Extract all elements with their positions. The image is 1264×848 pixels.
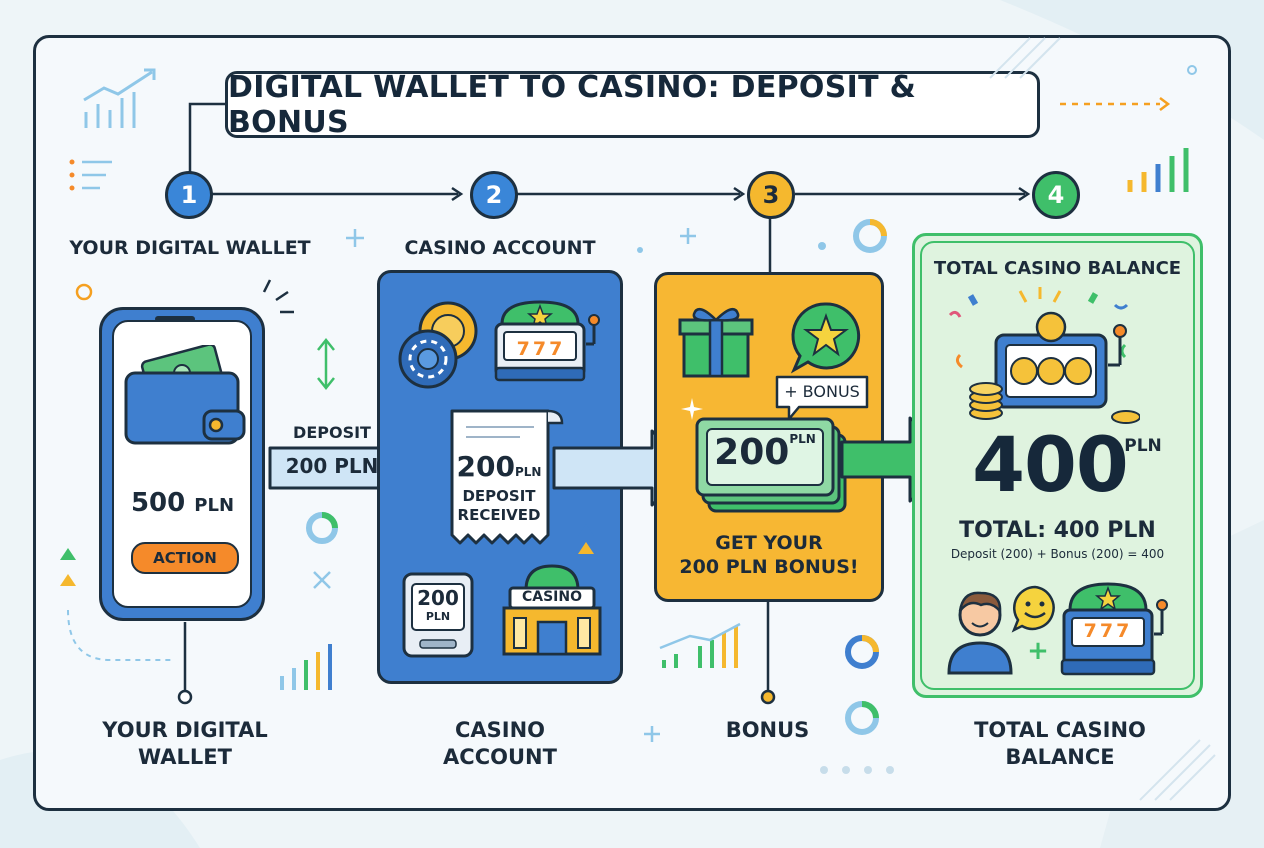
total-amount: 400 xyxy=(972,420,1129,509)
bottom-label-total: TOTAL CASINO BALANCE xyxy=(940,717,1180,771)
bonus-tag-bubble xyxy=(775,375,869,421)
casino-chips-icon xyxy=(398,301,478,389)
casino-building-icon xyxy=(502,564,602,656)
deposit-arrow-amount: 200 PLN xyxy=(285,454,379,478)
terminal-currency: PLN xyxy=(425,610,451,623)
total-slot-machine-icon xyxy=(1060,582,1168,676)
receipt-amount: 200PLN xyxy=(447,450,551,483)
bill-amount-currency: PLN xyxy=(789,432,816,446)
slot-machine-icon xyxy=(494,300,600,382)
step-1-number: 1 xyxy=(180,181,198,209)
step-2-number: 2 xyxy=(485,181,503,209)
bonus-line-2: 200 PLN BONUS! xyxy=(679,556,859,578)
receipt-amount-value: 200 xyxy=(456,450,515,483)
receipt-amount-currency: PLN xyxy=(514,465,542,479)
terminal-amount: 200 xyxy=(417,586,459,610)
step-1-label: YOUR DIGITAL WALLET xyxy=(69,237,311,259)
step-1-badge: 1 xyxy=(165,171,213,219)
step-4-number: 4 xyxy=(1047,181,1065,209)
sparkle-icon xyxy=(681,398,703,420)
bonus-line-1: GET YOUR xyxy=(715,532,823,554)
bottom-label-total-line-1: TOTAL CASINO xyxy=(974,718,1146,742)
total-line: TOTAL: 400 PLN xyxy=(959,518,1156,543)
bottom-label-wallet: YOUR DIGITAL WALLET xyxy=(80,717,290,771)
player-avatar-icon xyxy=(947,591,1013,675)
wallet-amount: 500 xyxy=(130,488,186,518)
wallet-icon xyxy=(124,345,246,445)
step-4-badge: 4 xyxy=(1032,171,1080,219)
star-bubble-icon xyxy=(790,302,861,374)
bottom-label-wallet-line-1: YOUR DIGITAL xyxy=(102,718,268,742)
total-currency: PLN xyxy=(1124,436,1162,456)
smiley-bubble-icon xyxy=(1011,585,1055,633)
deposit-arrow-label: DEPOSIT xyxy=(293,423,371,442)
bonus-tag: + BONUS xyxy=(784,382,860,401)
payment-terminal-icon xyxy=(402,572,474,658)
receipt-line-2: RECEIVED xyxy=(457,506,541,524)
cash-bill-stack xyxy=(695,417,847,513)
bill-amount: 200PLN xyxy=(700,432,830,473)
page-title: DIGITAL WALLET TO CASINO: DEPOSIT & BONU… xyxy=(228,69,917,140)
total-balance-panel-outline xyxy=(920,241,1195,690)
bottom-label-bonus: BONUS xyxy=(680,717,855,744)
step-2-label: CASINO ACCOUNT xyxy=(404,237,596,259)
total-slot-digits: 777 xyxy=(1083,620,1133,642)
gift-icon xyxy=(678,307,754,378)
wallet-currency: PLN xyxy=(194,495,235,516)
bottom-label-total-line-2: BALANCE xyxy=(1005,745,1115,769)
bill-amount-value: 200 xyxy=(714,432,790,473)
bottom-label-wallet-line-2: WALLET xyxy=(138,745,232,769)
wallet-balance: 500 PLN xyxy=(115,488,250,518)
action-button-label: ACTION xyxy=(153,549,217,567)
total-header: TOTAL CASINO BALANCE xyxy=(933,258,1182,279)
receipt-icon xyxy=(450,409,564,545)
bottom-label-casino: CASINO ACCOUNT xyxy=(400,717,600,771)
action-button[interactable]: ACTION xyxy=(131,542,239,574)
plus-sign: + xyxy=(1027,636,1049,666)
coin-slot-machine-icon xyxy=(948,287,1140,424)
bottom-label-casino-line-2: ACCOUNT xyxy=(443,745,557,769)
bottom-label-casino-line-1: CASINO xyxy=(454,718,546,742)
bottom-label-bonus-line-1: BONUS xyxy=(725,718,810,742)
total-formula: Deposit (200) + Bonus (200) = 400 xyxy=(950,547,1165,561)
phone-speaker xyxy=(155,316,195,322)
step-3-badge: 3 xyxy=(747,171,795,219)
step-2-badge: 2 xyxy=(470,171,518,219)
slot-machine-digits: 777 xyxy=(516,338,566,360)
step-3-number: 3 xyxy=(762,181,780,209)
receipt-line-1: DEPOSIT xyxy=(462,487,536,505)
casino-sign: CASINO xyxy=(521,589,583,605)
title-box: DIGITAL WALLET TO CASINO: DEPOSIT & BONU… xyxy=(225,69,1040,140)
